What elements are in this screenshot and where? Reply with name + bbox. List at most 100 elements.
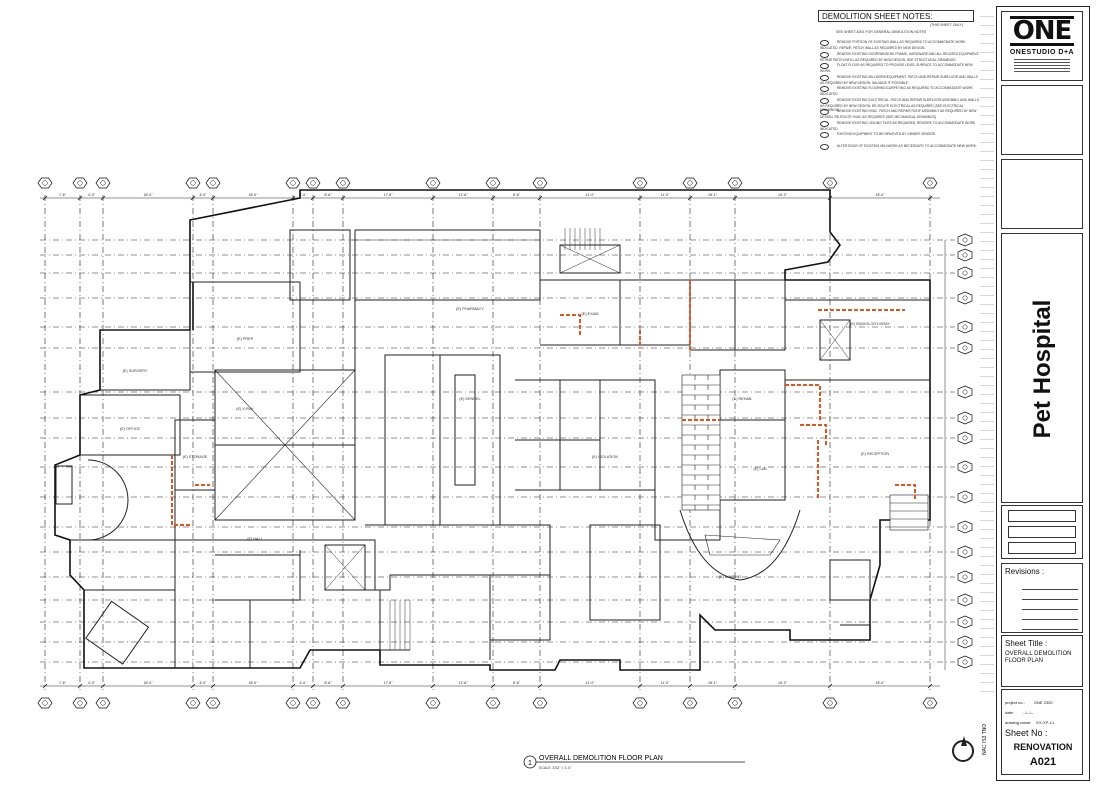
project-no: ONE 2320: [1033, 700, 1053, 705]
grid-bubble: [37, 697, 53, 709]
demolition-note-text: REMOVE EXISTING MILLWORK/EQUIPMENT. PATC…: [820, 74, 978, 85]
grid-bubble: [185, 697, 201, 709]
dimension-text: 4'-0": [300, 681, 308, 685]
consultant-panel-2: [1001, 159, 1083, 229]
sheet-title-line2: FLOOR PLAN: [1005, 658, 1044, 664]
dimension-strings: 7'-6" 4'-0" 18'-0" 4'-0" 18'-0" 4'-0" 8'-6" 17'…: [40, 193, 946, 689]
demolition-notes-subtitle: (THIS SHEET ONLY): [930, 23, 964, 27]
date-label: date:: [1005, 710, 1014, 715]
room-label: (E) REHAB: [732, 397, 752, 401]
demolition-note: REMOVE EXISTING CEILING TILES AS REQUIRE…: [820, 120, 980, 131]
grid-bubble: [532, 177, 548, 189]
grid-bubble: [922, 177, 938, 189]
demolition-note-text: REMOVE EXISTING HVAC. PATCH AND REPAIR R…: [820, 109, 977, 119]
grid-bubble: [957, 385, 973, 399]
detail-number: 1: [528, 760, 532, 767]
project-name-panel: Pet Hospital: [1001, 233, 1083, 503]
grid-bubble: [305, 177, 321, 189]
demolition-note: FLOAT FLOOR AS REQUIRED TO PROVIDE LEVEL…: [820, 63, 980, 73]
note-keynote-icon: [820, 143, 829, 150]
stamp-text: NAC IS3 TNO: [982, 723, 988, 755]
grid-bubble: [957, 248, 973, 262]
demolition-note: REMOVE EXISTING HVAC. PATCH AND REPAIR R…: [820, 109, 980, 119]
dimension-text: 11'-0": [661, 681, 670, 685]
room-label: (E) HALL: [247, 537, 263, 541]
dimension-text: 18'-0": [876, 681, 886, 685]
demolition-note: ALTER EDGE OF EXISTING MILLWORK AS NECES…: [820, 143, 980, 150]
dimension-text: 21'-0": [586, 681, 596, 685]
demolition-note-text: EXISTING EQUIPMENT TO BE REMOVED BY OWNE…: [837, 132, 936, 136]
grid-bubble: [205, 177, 221, 189]
drawing-name-label: drawing name:: [1005, 720, 1032, 725]
title-block: ONE ONESTUDIO D+A Pet Hospital Revisions…: [996, 6, 1090, 781]
revisions-panel: Revisions :: [1001, 563, 1083, 633]
dimension-text: 4'-0": [200, 193, 208, 197]
room-label: (E) WAITING: [719, 575, 741, 579]
grid-bubble: [822, 177, 838, 189]
sheet-no-label: Sheet No :: [1005, 728, 1048, 738]
grid-bubble: [727, 177, 743, 189]
dimension-text: 12'-6": [459, 681, 469, 685]
firm-address-block: [1014, 59, 1070, 73]
dimension-text: 15'-2": [778, 193, 788, 197]
grid-bubble: [727, 697, 743, 709]
demolition-lines: [171, 280, 916, 526]
demolition-note-text: REMOVE EXISTING DOOR/WINDOW, FRAME, HARD…: [820, 51, 980, 62]
grid-bubble: [957, 570, 973, 584]
demolition-note-text: ALTER EDGE OF EXISTING MILLWORK AS NECES…: [837, 143, 977, 148]
grid-bubble: [957, 431, 973, 445]
grid-bubble: [335, 177, 351, 189]
dimension-text: 18'-1": [708, 193, 718, 197]
firm-logo-panel: ONE ONESTUDIO D+A: [1001, 11, 1083, 81]
demolition-notes-title: DEMOLITION SHEET NOTES:: [818, 10, 974, 22]
grid-bubble: [632, 697, 648, 709]
demolition-note: EXISTING EQUIPMENT TO BE REMOVED BY OWNE…: [820, 132, 980, 138]
drawing-name: EX-XP-L1: [1036, 720, 1055, 725]
grid-bubble: [95, 177, 111, 189]
grid-bubble: [957, 655, 973, 669]
demolition-note: REMOVE EXISTING ELECTRICAL. PATCH AND RE…: [820, 97, 980, 112]
drawing-title-text: OVERALL DEMOLITION FLOOR PLAN: [539, 755, 663, 762]
grid-bubble: [957, 320, 973, 334]
consultant-panel-1: [1001, 85, 1083, 155]
dimension-text: 18'-0": [249, 193, 259, 197]
grid-bubble: [957, 593, 973, 607]
room-label: (E) EXAM: [582, 312, 599, 316]
project-name: Pet Hospital: [1029, 299, 1056, 439]
dimension-text: 4'-0": [200, 681, 208, 685]
dimension-text: 21'-0": [586, 193, 596, 197]
dimension-text: 8'-6": [325, 681, 333, 685]
dimension-text: 17'-6": [384, 193, 394, 197]
grid-bubble: [922, 697, 938, 709]
dimension-text: 7'-6": [59, 681, 67, 685]
grid-bubble: [425, 697, 441, 709]
room-label: (E) OFFICE: [120, 427, 141, 431]
grid-bubble: [72, 697, 88, 709]
interior-walls: [55, 229, 930, 668]
room-labels: (E) SURGERY(E) PREP(E) STORAGE(E) PHARMA…: [120, 307, 890, 579]
sheet-title-label: Sheet Title :: [1005, 639, 1048, 648]
dimension-text: 18'-0": [144, 681, 154, 685]
floor-plan: 7'-6" 4'-0" 18'-0" 4'-0" 18'-0" 4'-0" 8'-6" 17'…: [37, 177, 973, 770]
grid-bubble: [957, 520, 973, 534]
dimension-text: 8'-6": [513, 681, 521, 685]
demolition-note: REMOVE EXISTING DOOR/WINDOW, FRAME, HARD…: [820, 51, 980, 62]
grid-bubble: [957, 635, 973, 649]
note-keynote-icon: [820, 132, 829, 138]
grid-bubble: [957, 291, 973, 305]
grid-bubble: [425, 177, 441, 189]
grid-bubble: [95, 697, 111, 709]
grid-bubbles: [37, 177, 973, 709]
stairs-hatching: [350, 228, 601, 650]
grid-bubble: [285, 177, 301, 189]
room-label: (E) RADIOLOGY/XRAY: [850, 322, 890, 326]
room-label: (E) KENNEL: [459, 397, 480, 401]
date-value: --/--/--: [1023, 710, 1034, 715]
grid-bubble: [285, 697, 301, 709]
dimension-text: 17'-6": [384, 681, 394, 685]
grid-bubble: [957, 490, 973, 504]
dimension-text: 15'-2": [778, 681, 788, 685]
dimension-text: 8'-6": [513, 193, 521, 197]
grid-bubble: [305, 697, 321, 709]
